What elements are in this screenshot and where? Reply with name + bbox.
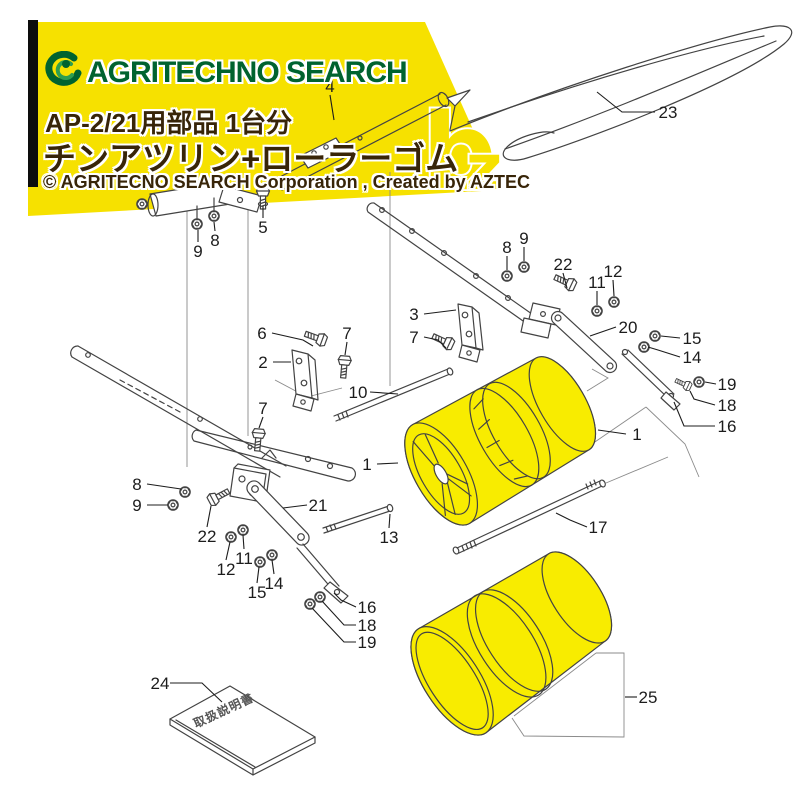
frame-tube-part: [136, 91, 450, 220]
part-label-9: 9: [132, 496, 141, 515]
handle-part: [446, 25, 793, 161]
part-label-1: 1: [362, 455, 371, 474]
part-label-8: 8: [210, 231, 219, 250]
part-label-25: 25: [639, 688, 658, 707]
part-label-6: 6: [257, 324, 266, 343]
part-label-17: 17: [589, 518, 608, 537]
part-leader-4: [329, 94, 335, 121]
part-leader-18: [321, 600, 356, 626]
part-label-14: 14: [683, 348, 702, 367]
part-label-12: 12: [604, 262, 623, 281]
part-leader-15: [660, 335, 681, 339]
part-label-4: 4: [325, 77, 334, 96]
part-label-7: 7: [409, 328, 418, 347]
part-leader-6: [271, 332, 314, 347]
part-label-18: 18: [358, 616, 377, 635]
part-label-8: 8: [502, 238, 511, 257]
part-label-22: 22: [198, 527, 217, 546]
part-leader-14: [271, 559, 275, 575]
part-label-10: 10: [349, 383, 368, 402]
part-leader-8: [146, 483, 182, 490]
part-leader-19: [311, 607, 356, 643]
part-leader-17: [555, 512, 588, 528]
part-leader-16: [673, 401, 715, 427]
part-label-9: 9: [519, 229, 528, 248]
part-leader-14: [647, 346, 681, 358]
part-label-19: 19: [358, 633, 377, 652]
part-leader-7: [423, 336, 447, 349]
part-leader-11: [242, 534, 245, 550]
part-leader-8: [213, 221, 216, 232]
upper-support-bar: [291, 202, 551, 412]
part-label-22: 22: [554, 255, 573, 274]
banner-left-accent-bar: [28, 20, 38, 187]
roller-front: [404, 356, 597, 526]
part-label-2: 2: [258, 353, 267, 372]
part-leader-3: [423, 309, 457, 315]
roller-rear: [410, 551, 613, 736]
part-leader-12: [225, 541, 231, 561]
part-leader-1: [597, 429, 627, 435]
part-label-8: 8: [132, 475, 141, 494]
part-label-16: 16: [718, 417, 737, 436]
part-leader-13: [388, 513, 391, 529]
part-label-9: 9: [193, 242, 202, 261]
part-leader-10: [369, 391, 399, 395]
part-label-13: 13: [380, 528, 399, 547]
part-label-1: 1: [632, 425, 641, 444]
part-label-11: 11: [588, 273, 606, 292]
axle-rods: [322, 367, 606, 555]
part-label-15: 15: [683, 329, 702, 348]
part-leader-15: [256, 566, 260, 584]
part-label-19: 19: [718, 375, 737, 394]
part-label-7: 7: [258, 399, 267, 418]
part-label-18: 18: [718, 396, 737, 415]
part-leader-12: [612, 279, 615, 297]
part-label-5: 5: [258, 218, 267, 237]
part-leader-19: [704, 381, 717, 385]
part-label-20: 20: [619, 318, 638, 337]
part-label-15: 15: [248, 583, 267, 602]
part-label-7: 7: [342, 324, 351, 343]
part-label-24: 24: [151, 674, 170, 693]
part-leader-16: [333, 592, 357, 608]
part-label-23: 23: [659, 103, 678, 122]
part-label-3: 3: [409, 305, 418, 324]
bz-watermark: b z: [420, 89, 504, 215]
part-leader-22: [206, 505, 212, 528]
watermark-letter-b: b: [422, 91, 496, 213]
part-leader-20: [589, 326, 617, 337]
part-leader-18: [689, 390, 716, 406]
link-arm-20: [550, 310, 618, 374]
part-label-14: 14: [265, 574, 284, 593]
manual-booklet: 取扱説明書: [169, 685, 316, 776]
part-leader-7: [258, 416, 264, 429]
bracket-3: [457, 303, 477, 349]
watermark-letter-z: z: [466, 131, 502, 204]
part-leader-1: [376, 462, 399, 465]
part-leader-21: [282, 504, 308, 509]
left-support-bar: [70, 345, 356, 604]
link-arm-21: [246, 480, 310, 546]
part-label-12: 12: [217, 560, 236, 579]
part-label-21: 21: [309, 496, 328, 515]
part-leader-23: [596, 91, 655, 113]
part-leader-7: [344, 341, 348, 356]
part-leader-24: [170, 682, 223, 703]
part-label-11: 11: [235, 549, 253, 568]
part-label-16: 16: [358, 598, 377, 617]
part-leader-22: [562, 272, 568, 289]
